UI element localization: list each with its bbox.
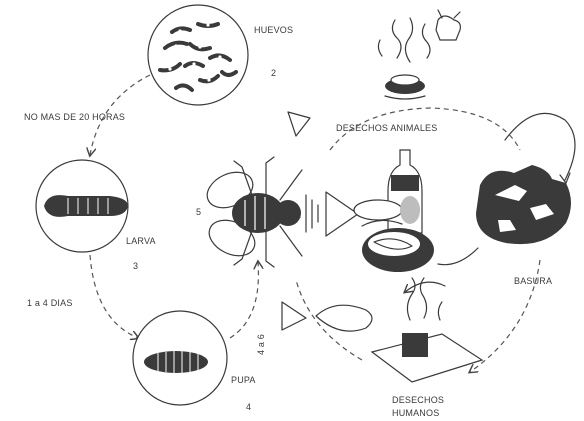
garbage-cycle-arrowhead: [560, 173, 570, 183]
human-waste-label-line2: HUMANOS: [392, 408, 439, 418]
larva-illustration: [36, 160, 128, 252]
food-illustration: [354, 150, 434, 272]
time-eggs-to-larva: NO MAS DE 20 HORAS: [24, 112, 125, 122]
human-waste-illustration: [372, 278, 482, 382]
larva-label: LARVA: [126, 236, 156, 246]
garbage-illustration: [476, 165, 571, 244]
fly-number-5: 5: [196, 207, 201, 217]
food-to-waste-arrow: [405, 282, 445, 292]
eggs-stage-number: 2: [271, 68, 276, 78]
eggs-illustration: [148, 5, 248, 105]
pupa-to-fly-arrow: [230, 262, 258, 338]
adult-fly-illustration: [201, 157, 302, 267]
animal-waste-arrow-triangle: [288, 112, 310, 136]
fly-to-food-arrow: [306, 192, 358, 236]
pupa-label: PUPA: [231, 375, 256, 385]
cycle-dash-left: [296, 280, 362, 360]
human-waste-loop: [316, 305, 372, 331]
larva-stage-number: 3: [133, 261, 138, 271]
fly-number-1: 1: [296, 210, 301, 220]
time-larva-to-pupa: 1 a 4 DIAS: [27, 298, 73, 308]
human-waste-arrow-triangle: [282, 302, 306, 330]
larva-to-pupa-arrow: [90, 255, 138, 338]
eggs-circle: [148, 5, 248, 105]
human-waste-label-line1: DESECHOS: [392, 395, 444, 405]
pupa-stage-number: 4: [246, 402, 251, 412]
pupa-illustration: [133, 311, 227, 405]
time-pupa-to-fly: 4 a 6: [256, 334, 266, 355]
garbage-to-food-line: [438, 248, 478, 265]
garbage-label: BASURA: [514, 276, 552, 286]
animal-waste-illustration: [378, 10, 460, 99]
eggs-label: HUEVOS: [254, 25, 293, 35]
animal-waste-label: DESECHOS ANIMALES: [336, 123, 437, 133]
